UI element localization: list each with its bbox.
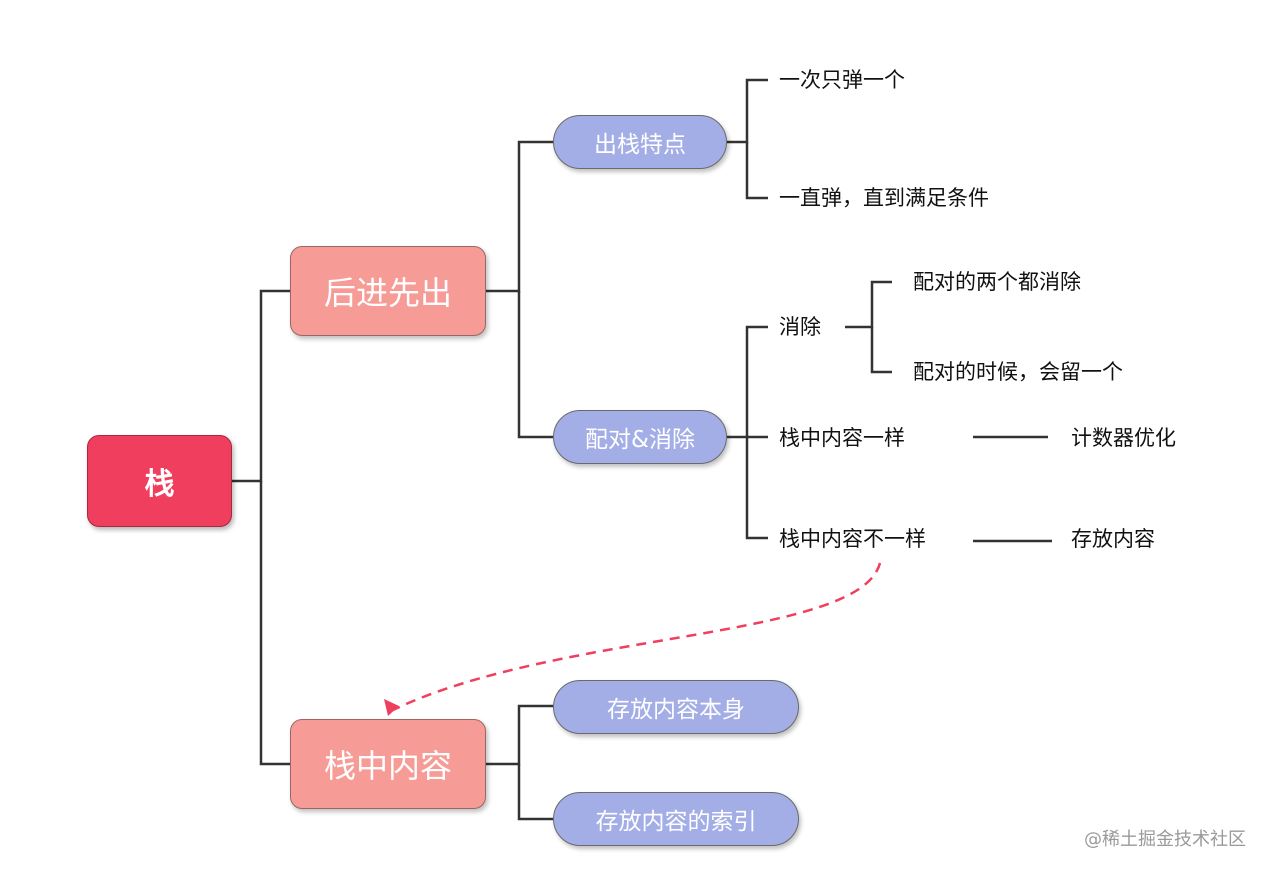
node-store-content-itself: 存放内容本身 xyxy=(553,680,799,734)
leaf-same-content: 栈中内容一样 xyxy=(779,426,905,450)
leaf-eliminate: 消除 xyxy=(779,315,821,339)
arrow-head-icon xyxy=(384,699,399,716)
node-store-content-index: 存放内容的索引 xyxy=(553,792,799,846)
dashed-arrow xyxy=(392,562,882,712)
leaf-store-content: 存放内容 xyxy=(1071,527,1155,551)
watermark: @稀土掘金技术社区 xyxy=(1084,829,1246,850)
leaf-diff-content: 栈中内容不一样 xyxy=(779,527,926,551)
root-node: 栈 xyxy=(87,435,232,527)
leaf-keep-one: 配对的时候，会留一个 xyxy=(913,360,1123,384)
node-lifo: 后进先出 xyxy=(290,246,486,336)
leaf-pop-until: 一直弹，直到满足条件 xyxy=(779,186,989,210)
leaf-counter-optimize: 计数器优化 xyxy=(1071,426,1176,450)
node-pop-traits: 出栈特点 xyxy=(553,115,727,169)
leaf-pop-one: 一次只弹一个 xyxy=(779,68,905,92)
node-stack-content: 栈中内容 xyxy=(290,719,486,809)
node-match-eliminate: 配对&消除 xyxy=(553,410,727,464)
leaf-eliminate-both: 配对的两个都消除 xyxy=(913,270,1081,294)
